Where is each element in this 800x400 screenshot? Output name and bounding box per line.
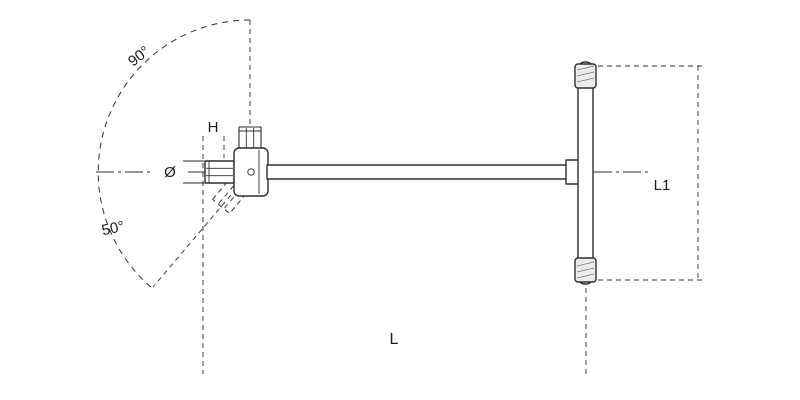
- label-overall-length: L: [390, 331, 399, 348]
- shaft-collar: [565, 159, 580, 185]
- label-handle-length: L1: [654, 177, 671, 194]
- label-angle-50: 50°: [100, 218, 126, 239]
- label-diameter: Ø: [164, 164, 176, 181]
- hex-bit: [204, 160, 235, 184]
- knurl-hatch-line: [576, 261, 595, 267]
- knurl-hatch-line: [576, 71, 595, 77]
- pivot-pin: [247, 168, 255, 176]
- t-handle: [574, 61, 597, 285]
- swivel-head-body: [233, 147, 269, 197]
- swivel-range-arc: [97, 19, 251, 289]
- swivel-head: [233, 147, 269, 197]
- knurl-hatch-line: [576, 273, 595, 279]
- shaft: [266, 164, 568, 180]
- label-angle-90: 90°: [125, 43, 153, 70]
- handle-bar: [577, 61, 594, 285]
- angled-construction-line: [152, 194, 232, 288]
- label-head-height: H: [208, 119, 219, 136]
- knurl-hatch-line: [576, 65, 595, 71]
- knurl-hatch-line: [576, 267, 595, 273]
- knurl-hatch-line: [576, 77, 595, 83]
- handle-knurl-top: [574, 63, 597, 89]
